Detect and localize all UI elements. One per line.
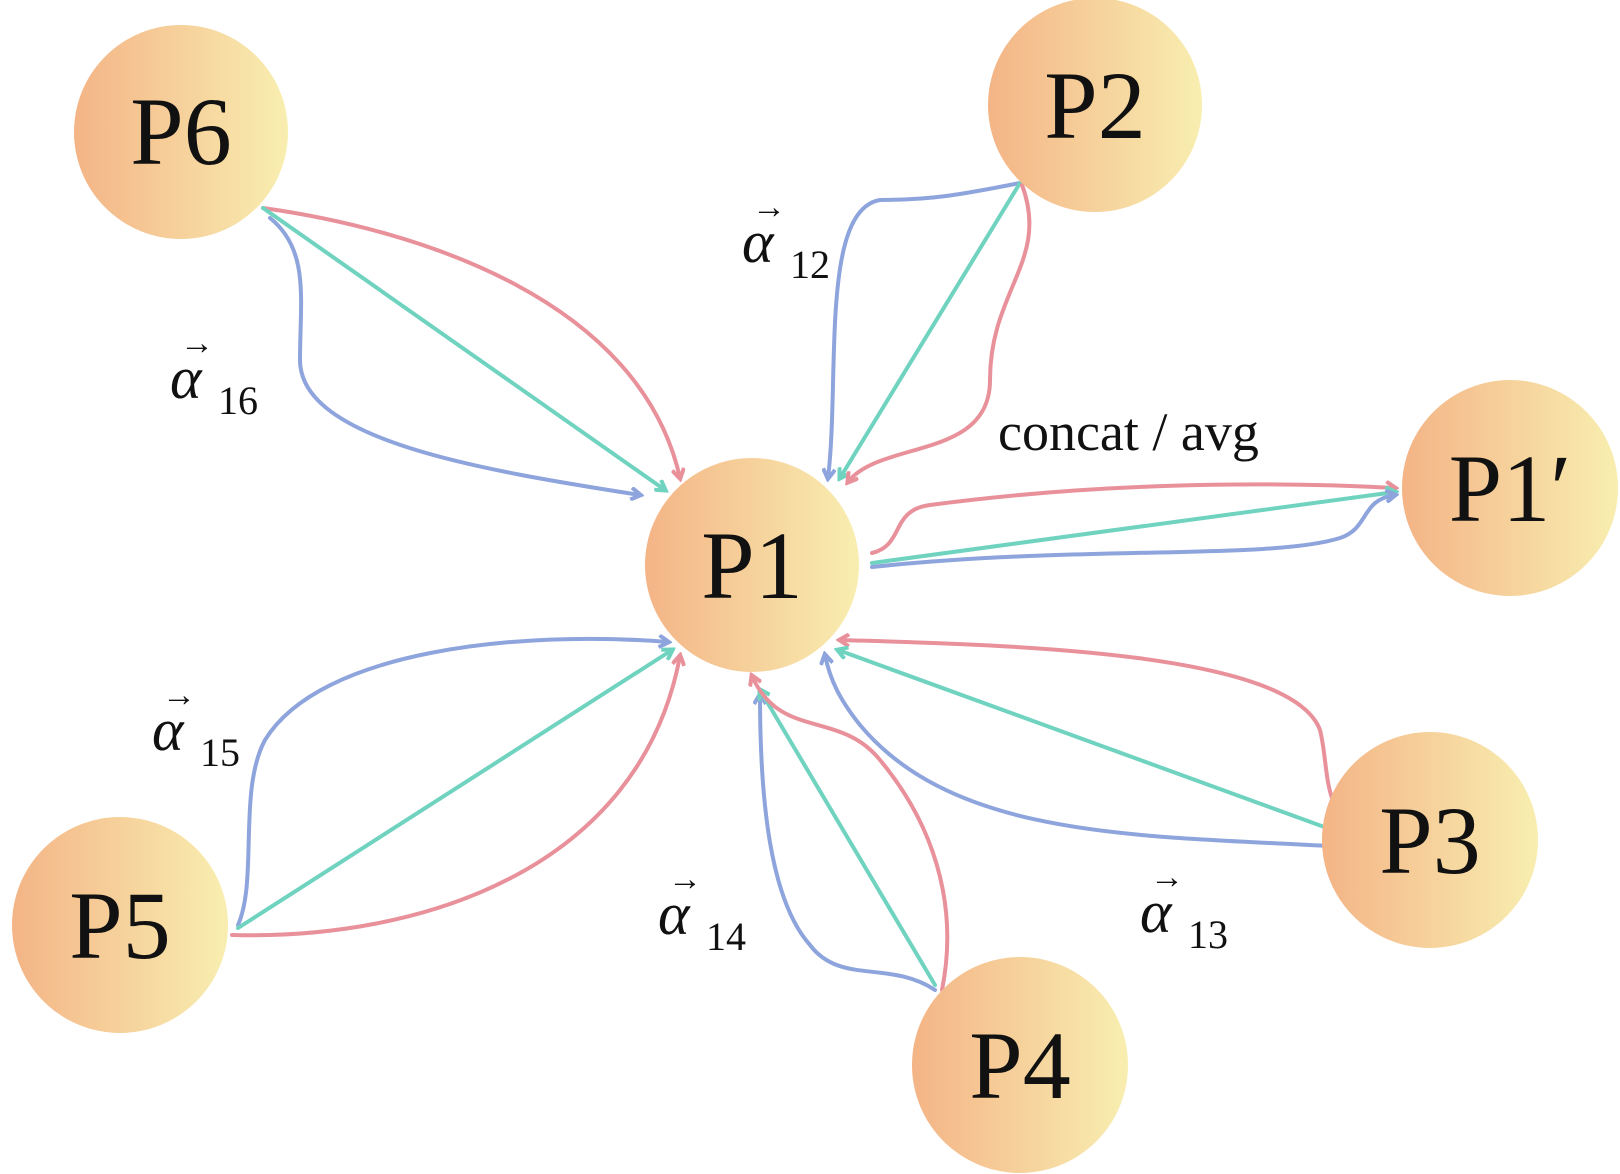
edge-p4-p1-red [752,676,950,992]
svg-text:14: 14 [706,914,746,959]
svg-text:α: α [152,697,185,763]
node-p1: P1 [645,458,859,672]
edge-p5-p1-red [230,656,680,938]
node-p5: P5 [12,817,228,1033]
edge-p4-p1-teal [760,690,937,987]
edge-p1-p1prime-red [870,484,1395,555]
svg-text:α: α [170,345,203,411]
edge-p3-p1-teal [838,650,1362,842]
node-p1-prime-label: P1′ [1449,435,1571,542]
node-p6: P6 [74,25,288,239]
aggregate-label: concat / avg [998,402,1259,462]
edge-p5-p1-blue [236,639,668,927]
node-p1-label: P1 [701,512,802,619]
edge-p6-p1-red [261,206,680,478]
edge-p1-p1prime-teal [870,492,1395,565]
edges-p3-p1 [825,640,1367,850]
svg-text:16: 16 [218,378,258,423]
label-alpha-13: → α 13 [1140,859,1228,957]
svg-text:α: α [658,881,691,947]
edges-p2-p1 [828,181,1032,482]
svg-text:13: 13 [1188,912,1228,957]
node-p1-prime: P1′ [1402,380,1618,596]
node-p4-label: P4 [969,1012,1070,1119]
edge-p3-p1-red [840,640,1367,842]
node-p2-label: P2 [1044,52,1145,159]
vector-arrow-icon: → [162,677,196,714]
edges-p4-p1 [752,676,950,992]
edge-p1-p1prime-blue [870,495,1395,569]
label-alpha-14: → α 14 [658,861,746,959]
node-p4: P4 [912,957,1128,1173]
vector-arrow-icon: → [668,861,702,898]
node-p6-label: P6 [130,78,231,185]
edge-p6-p1-blue [268,216,640,495]
vector-arrow-icon: → [180,325,214,362]
svg-text:15: 15 [200,730,240,775]
label-alpha-16: → α 16 [170,325,258,423]
svg-text:12: 12 [790,242,830,287]
edge-p4-p1-blue [760,695,937,992]
edges-p5-p1 [230,639,680,938]
edge-p2-p1-red [848,183,1032,482]
node-p5-label: P5 [69,872,170,979]
edge-p3-p1-blue [825,655,1367,850]
node-p3-label: P3 [1379,787,1480,894]
svg-text:α: α [1140,879,1173,945]
svg-text:α: α [742,209,775,275]
node-p2: P2 [988,0,1202,212]
edges-p6-p1 [261,206,680,495]
label-alpha-12: → α 12 [742,189,830,287]
edge-p5-p1-teal [236,650,672,930]
edge-p6-p1-teal [261,206,665,490]
vector-arrow-icon: → [752,189,786,226]
label-alpha-15: → α 15 [152,677,240,775]
vector-arrow-icon: → [1150,859,1184,896]
edge-p2-p1-teal [840,181,1022,478]
edges-p1-p1prime [870,484,1395,569]
edge-p2-p1-blue [828,181,1022,478]
node-p3: P3 [1322,732,1538,948]
